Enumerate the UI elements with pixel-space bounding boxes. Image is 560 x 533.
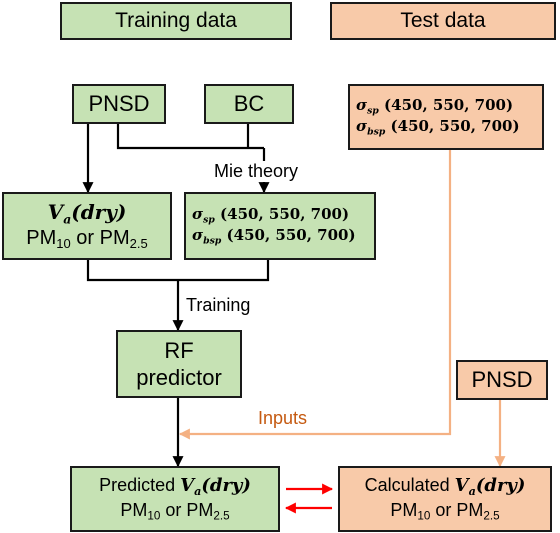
calculated-va-line: Calculated Va(dry) xyxy=(364,475,526,498)
arrow-pnsd-bc-to-sigma xyxy=(116,122,264,150)
sigma-sp-test: σsp (450, 550, 700) xyxy=(356,96,514,117)
bc-box: BC xyxy=(204,84,294,124)
calculated-va-box: Calculated Va(dry) PM10 or PM2.5 xyxy=(338,466,552,532)
pnsd-training-label: PNSD xyxy=(88,91,150,117)
va-dry-formula: Va(dry) xyxy=(47,199,127,226)
pnsd-test-label: PNSD xyxy=(471,367,533,393)
pnsd-test-box: PNSD xyxy=(456,360,548,400)
sigma-test-box: σsp (450, 550, 700) σbsp (450, 550, 700) xyxy=(348,84,544,150)
training-data-header-text: Training data xyxy=(115,8,237,32)
sigma-bsp-training: σbsp (450, 550, 700) xyxy=(192,226,356,247)
predicted-va-box: Predicted Va(dry) PM10 or PM2.5 xyxy=(70,466,280,532)
test-data-header-text: Test data xyxy=(400,8,486,32)
bc-label: BC xyxy=(233,91,265,117)
va-dry-training-box: Va(dry) PM10 or PM2.5 xyxy=(2,192,172,260)
arrow-test-inputs-to-rf xyxy=(178,150,452,440)
training-label: Training xyxy=(186,295,251,315)
pnsd-training-box: PNSD xyxy=(72,84,166,124)
mie-theory-label: Mie theory xyxy=(212,161,301,182)
training-data-header: Training data xyxy=(60,2,292,40)
inputs-label: Inputs xyxy=(258,408,308,428)
pm-line-predicted: PM10 or PM2.5 xyxy=(120,499,230,523)
pm-line-training: PM10 or PM2.5 xyxy=(26,227,148,252)
predictor-label: predictor xyxy=(136,365,222,390)
sigma-sp-training: σsp (450, 550, 700) xyxy=(192,205,350,226)
rf-label: RF xyxy=(164,337,194,363)
pm-line-calculated: PM10 or PM2.5 xyxy=(390,499,500,523)
rf-predictor-box: RF predictor xyxy=(116,330,242,398)
sigma-training-box: σsp (450, 550, 700) σbsp (450, 550, 700) xyxy=(184,192,376,260)
line-training-join xyxy=(86,258,270,282)
predicted-va-line: Predicted Va(dry) xyxy=(99,475,251,498)
test-data-header: Test data xyxy=(330,2,556,40)
sigma-bsp-test: σbsp (450, 550, 700) xyxy=(356,117,520,138)
